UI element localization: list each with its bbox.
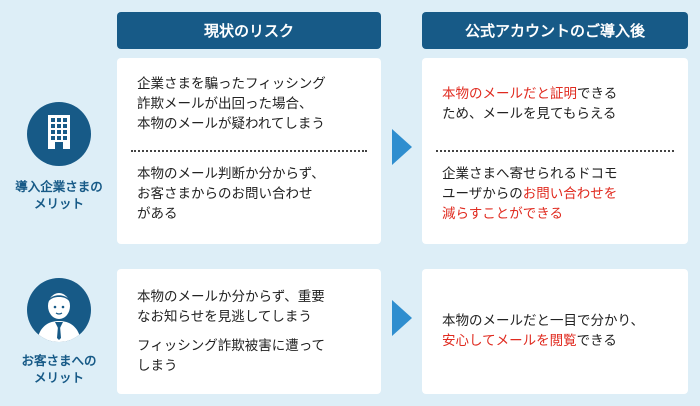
text-span: できる <box>577 86 618 102</box>
text-line: 詐欺メールが出回った場合、 <box>137 96 313 112</box>
customer-after-block: 本物のメールだと一目で分かり、 安心してメールを閲覧できる <box>442 311 676 351</box>
dotted-divider <box>131 150 367 152</box>
text-line: がある <box>137 206 178 222</box>
text-line: 本物のメールか分からず、重要 <box>137 289 325 305</box>
company-merit-label: 導入企業さまの メリット <box>4 178 114 212</box>
text-line: 企業さまを騙ったフィッシング <box>137 76 326 92</box>
highlight-text: 減らすことができる <box>442 206 563 222</box>
text-line: しまう <box>137 358 178 374</box>
text-line: 安心してメールを閲覧できる <box>442 331 676 351</box>
company-merit-line2: メリット <box>33 196 84 211</box>
text-line: フィッシング詐欺被害に遭って <box>137 338 326 354</box>
customer-merit-label: お客さまへの メリット <box>4 352 114 386</box>
highlight-text: お問い合わせを <box>522 186 618 202</box>
text-line: 本物のメール判断か分からず、 <box>137 166 325 182</box>
customer-after-card: 本物のメールだと一目で分かり、 安心してメールを閲覧できる <box>422 269 688 394</box>
header-after-introduction: 公式アカウントのご導入後 <box>422 12 688 49</box>
company-merit-line1: 導入企業さまの <box>15 179 103 194</box>
company-risk-block-1: 企業さまを騙ったフィッシング 詐欺メールが出回った場合、 本物のメールが疑われて… <box>137 74 369 134</box>
company-after-card: 本物のメールだと証明できる ため、メールを見てもらえる 企業さまへ寄せられるドコ… <box>422 58 688 244</box>
company-risk-block-2: 本物のメール判断か分からず、 お客さまからのお問い合わせ がある <box>137 164 369 224</box>
header-current-risk: 現状のリスク <box>117 12 381 49</box>
text-line: 本物のメールだと一目で分かり、 <box>442 313 644 329</box>
company-after-block-1: 本物のメールだと証明できる ため、メールを見てもらえる <box>442 84 676 124</box>
text-line: なお知らせを見逃してしまう <box>137 309 312 325</box>
header-current-risk-label: 現状のリスク <box>203 22 294 40</box>
highlight-text: 本物のメールだと証明 <box>442 86 577 102</box>
arrow-right-icon <box>392 300 412 336</box>
text-line: 本物のメールが疑われてしまう <box>137 116 325 132</box>
customer-merit-line1: お客さまへの <box>21 353 97 368</box>
company-risk-card: 企業さまを騙ったフィッシング 詐欺メールが出回った場合、 本物のメールが疑われて… <box>117 58 381 244</box>
company-after-block-2: 企業さまへ寄せられるドコモ ユーザからのお問い合わせを 減らすことができる <box>442 164 676 224</box>
arrow-right-icon <box>392 129 412 165</box>
customer-risk-card: 本物のメールか分からず、重要 なお知らせを見逃してしまう フィッシング詐欺被害に… <box>117 269 381 394</box>
text-span: できる <box>576 333 617 349</box>
dotted-divider <box>436 150 674 152</box>
text-line: 本物のメールだと証明できる <box>442 84 676 104</box>
customer-risk-block-2: フィッシング詐欺被害に遭って しまう <box>137 336 369 376</box>
text-line: 企業さまへ寄せられるドコモ <box>442 166 618 182</box>
header-after-label: 公式アカウントのご導入後 <box>464 22 645 40</box>
highlight-text: 安心してメールを閲覧 <box>442 333 577 349</box>
text-span: ユーザからの <box>442 186 523 202</box>
building-icon <box>27 102 91 166</box>
text-line: ユーザからのお問い合わせを <box>442 184 676 204</box>
customer-risk-block-1: 本物のメールか分からず、重要 なお知らせを見逃してしまう <box>137 287 369 327</box>
text-line: お客さまからのお問い合わせ <box>137 186 313 202</box>
person-icon <box>27 278 91 342</box>
customer-merit-line2: メリット <box>33 370 84 385</box>
text-line: ため、メールを見てもらえる <box>442 106 617 122</box>
